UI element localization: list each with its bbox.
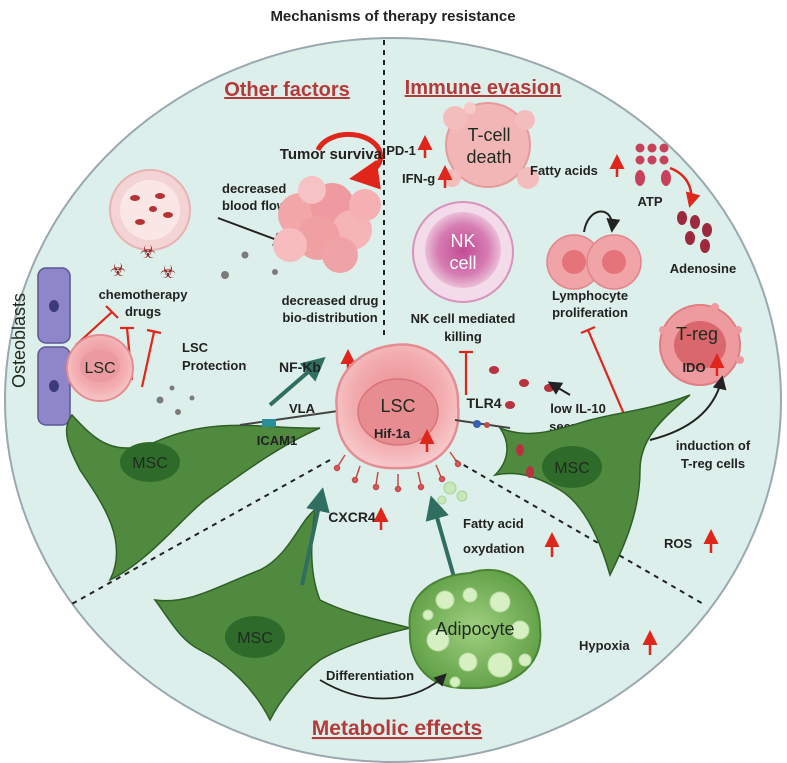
lsc-small-label: LSC xyxy=(84,360,115,377)
nfkb-label: NF-Kb xyxy=(279,359,321,375)
adipocyte-cell xyxy=(408,568,542,690)
bio-distribution-label-1: decreased drug xyxy=(282,293,379,308)
arrow-il10 xyxy=(547,381,571,396)
fatty-ox-label-1: Fatty acid xyxy=(463,516,524,531)
tlr4-receptor xyxy=(473,420,481,428)
fatty-ox-label-2: oxydation xyxy=(463,541,524,556)
induction-label-2: T-reg cells xyxy=(681,456,745,471)
tlr4-link xyxy=(454,419,511,429)
adenosine-label: Adenosine xyxy=(670,261,736,276)
section-dividers xyxy=(69,40,706,606)
atp-label: ATP xyxy=(637,194,662,209)
msc-bottom-label: MSC xyxy=(237,630,273,647)
tumor-survival-label: Tumor survival xyxy=(280,146,386,163)
blood-flow-label-2: blood flow xyxy=(222,198,288,213)
arrow-msc-to-lsc xyxy=(300,487,330,586)
msc-left-label: MSC xyxy=(132,455,168,472)
section-title-metabolic: Metabolic effects xyxy=(312,717,482,740)
treg-label: T-reg xyxy=(676,324,718,344)
bio-distribution-label-2: bio-distribution xyxy=(282,310,377,325)
differentiation-label: Differentiation xyxy=(326,668,414,683)
osteoblast-cells xyxy=(37,267,71,426)
adipocyte-label: Adipocyte xyxy=(435,619,514,639)
biohazard-icon: ☣ xyxy=(110,260,126,280)
induction-label-1: induction of xyxy=(676,438,751,453)
arrow-induction xyxy=(649,375,727,441)
tcell-death-cell xyxy=(443,102,539,189)
adenosine-molecules xyxy=(677,211,712,253)
lymph-label-2: proliferation xyxy=(552,305,628,320)
section-title-immune: Immune evasion xyxy=(405,77,562,99)
nk-killing-label-1: NK cell mediated xyxy=(411,311,516,326)
icam-vla-link xyxy=(239,409,346,426)
nk-label-1: NK xyxy=(450,231,475,251)
arrow-to-nfkb xyxy=(268,356,326,407)
nk-killing-label-2: killing xyxy=(444,329,482,344)
blood-flow-label-1: decreased xyxy=(222,181,286,196)
icam1-label: ICAM1 xyxy=(257,433,297,448)
icam1-receptor xyxy=(262,419,276,427)
lsc-protection-label-2: Protection xyxy=(182,358,246,373)
hypoxia-label: Hypoxia xyxy=(579,638,630,653)
section-title-other: Other factors xyxy=(224,79,350,101)
atp-to-adenosine-arrow xyxy=(669,166,701,208)
msc-nucleus-left xyxy=(120,442,180,482)
arrow-blood-to-bio xyxy=(217,217,288,246)
msc-cell-right xyxy=(492,394,691,578)
tcell-label-2: death xyxy=(466,147,511,167)
msc-nucleus-bottom xyxy=(225,616,285,658)
lsc-small-nucleus xyxy=(80,350,120,382)
lymph-loop-arrow xyxy=(583,210,621,233)
chemo-label-1: chemotherapy xyxy=(99,287,189,302)
cxcr4-receptors xyxy=(333,451,462,493)
msc-right-label: MSC xyxy=(554,460,590,477)
tlr4-label: TLR4 xyxy=(467,395,502,411)
cxcr4-label: CXCR4 xyxy=(328,509,376,525)
lsc-center-label: LSC xyxy=(380,396,415,416)
osteoblasts-label: Osteoblasts xyxy=(9,293,29,388)
fatty-acids-label: Fatty acids xyxy=(530,163,598,178)
lsc-protection-label-1: LSC xyxy=(182,340,209,355)
tlr4-ligand xyxy=(484,422,490,428)
nk-label-2: cell xyxy=(449,253,476,273)
chemo-label-2: drugs xyxy=(125,304,161,319)
ido-label: IDO xyxy=(682,360,705,375)
lymphocyte-cells xyxy=(546,234,642,290)
tcell-label-1: T-cell xyxy=(467,125,510,145)
il10-label-1: low IL-10 xyxy=(550,401,606,416)
survival-loop-arrow xyxy=(315,131,384,190)
arrow-differentiation xyxy=(319,673,447,700)
atp-molecules xyxy=(635,143,671,186)
lymph-label-1: Lymphocyte xyxy=(552,288,628,303)
nk-cell xyxy=(412,201,514,303)
tumor-cluster xyxy=(273,176,381,273)
msc-right-vesicles xyxy=(516,444,534,478)
blood-vessel-icon xyxy=(109,169,191,251)
ros-label: ROS xyxy=(664,536,693,551)
nk-inhibition xyxy=(459,350,473,395)
msc-nucleus-right xyxy=(542,446,602,488)
diagram-title: Mechanisms of therapy resistance xyxy=(270,8,515,25)
pd1-label: PD-1 xyxy=(386,143,416,158)
hif-label: Hif-1a xyxy=(374,426,411,441)
biohazard-icon: ☣ xyxy=(140,242,156,262)
vla-label: VLA xyxy=(289,401,316,416)
biohazard-icons: ☣ ☣ ☣ xyxy=(110,242,176,282)
biohazard-icon: ☣ xyxy=(160,262,176,282)
ifng-label: IFN-g xyxy=(402,171,435,186)
